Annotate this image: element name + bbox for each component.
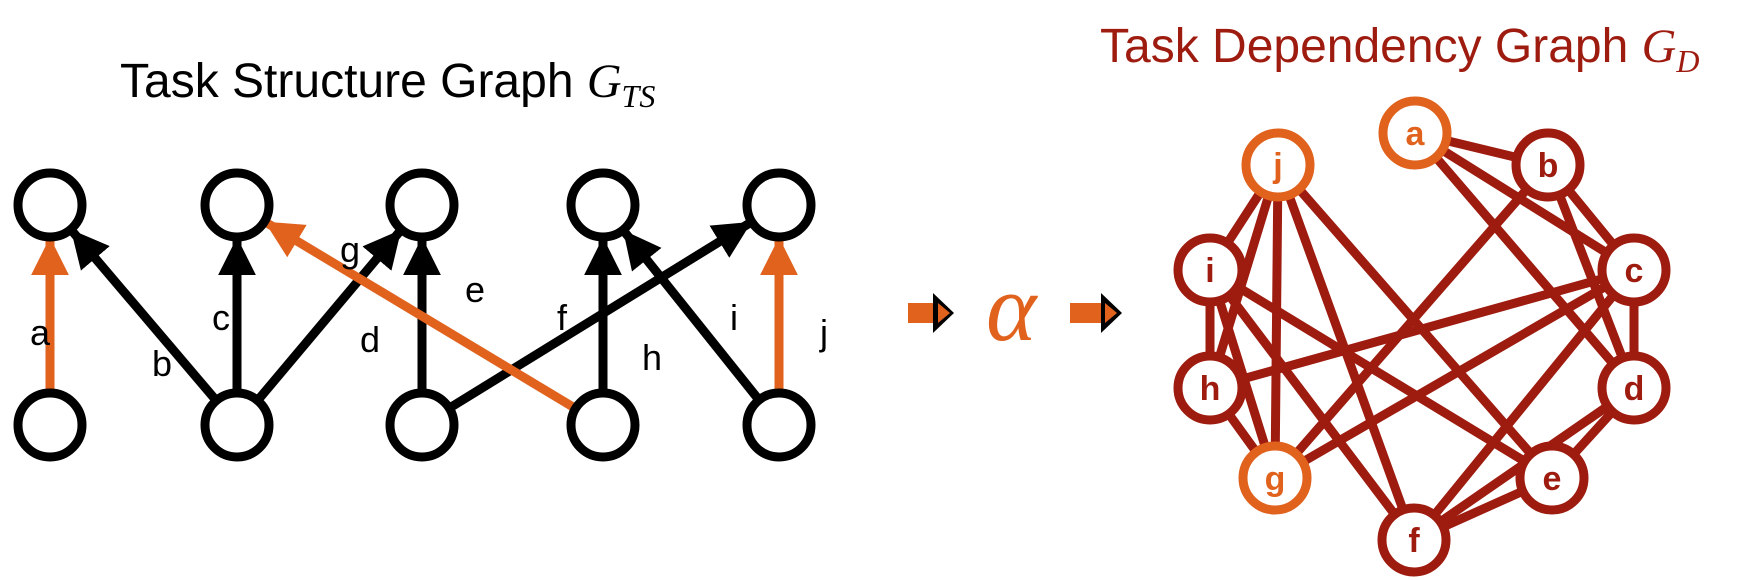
ts-edge-f — [422, 220, 752, 428]
dep-edge-e-i — [1205, 265, 1557, 483]
dependency-graph-title-text: Task Dependency Graph — [1100, 20, 1642, 73]
dep-node-h: h — [1173, 351, 1247, 425]
dep-node-label-i: i — [1205, 252, 1214, 290]
ts-edge-d — [235, 229, 403, 426]
ts-edge-label-f: f — [557, 297, 568, 338]
dep-node-c: c — [1597, 233, 1671, 307]
dep-node-circle-h — [1173, 351, 1247, 425]
ts-edge-g — [264, 219, 603, 428]
dep-node-circle-g — [1238, 441, 1312, 515]
dep-node-label-g: g — [1265, 460, 1286, 498]
ts-bottom-node-4 — [566, 388, 640, 462]
dependency-graph-subscript: D — [1675, 43, 1699, 79]
dependency-graph-title: Task Dependency Graph GD — [1100, 20, 1699, 79]
ts-top-node-2 — [200, 168, 274, 242]
dep-node-i: i — [1173, 233, 1247, 307]
dep-edge-b-d — [1543, 160, 1639, 393]
task-dependency-graph: a b c d e f g h i j — [1173, 96, 1671, 577]
ts-edge-label-j: j — [819, 312, 828, 353]
alpha-symbol: α — [986, 254, 1038, 361]
ts-edge-label-b: b — [152, 343, 172, 384]
left-arrow-icon — [908, 293, 954, 333]
ts-graph-title: Task Structure Graph GTS — [120, 55, 655, 114]
dep-node-circle-a — [1378, 96, 1452, 170]
dep-node-label-b: b — [1538, 147, 1559, 185]
dep-node-label-d: d — [1624, 370, 1645, 408]
dep-node-a: a — [1378, 96, 1452, 170]
ts-graph-symbol: G — [587, 55, 622, 108]
ts-edge-label-c: c — [212, 297, 230, 338]
ts-edge-label-a: a — [30, 312, 51, 353]
ts-edge-b — [69, 229, 239, 426]
dep-node-b: b — [1511, 128, 1585, 202]
ts-bottom-node-2 — [200, 388, 274, 462]
dep-edge-c-g — [1270, 265, 1639, 483]
task-structure-graph: a bc d e f g h i j — [13, 168, 828, 462]
ts-edge-label-i: i — [730, 297, 738, 338]
ts-bottom-node-5 — [742, 388, 816, 462]
ts-bottom-node-1 — [13, 388, 87, 462]
dep-node-circle-e — [1515, 441, 1589, 515]
dependency-graph-symbol: G — [1642, 20, 1677, 73]
dep-node-label-h: h — [1200, 370, 1221, 408]
mapping-indicator: α — [908, 254, 1122, 361]
ts-top-node-5 — [742, 168, 816, 242]
ts-edge-i — [621, 230, 781, 426]
dep-node-circle-c — [1597, 233, 1671, 307]
dep-node-label-e: e — [1543, 460, 1562, 498]
dep-node-label-c: c — [1625, 252, 1644, 290]
dep-node-label-j: j — [1272, 147, 1282, 185]
ts-edge-label-g: g — [340, 229, 360, 270]
dep-node-circle-j — [1241, 128, 1315, 202]
dep-edge-a-d — [1410, 128, 1639, 393]
ts-graph-title-text: Task Structure Graph — [120, 55, 587, 108]
ts-top-node-4 — [566, 168, 640, 242]
dep-edge-c-f — [1409, 265, 1639, 545]
dep-node-circle-i — [1173, 233, 1247, 307]
dep-node-circle-b — [1511, 128, 1585, 202]
dep-node-circle-d — [1597, 351, 1671, 425]
dep-node-d: d — [1597, 351, 1671, 425]
ts-graph-subscript: TS — [622, 78, 656, 114]
dep-edge-a-c — [1410, 128, 1639, 275]
dep-node-e: e — [1515, 441, 1589, 515]
dep-node-j: j — [1241, 128, 1315, 202]
dep-node-g: g — [1238, 441, 1312, 515]
dep-edge-g-j — [1270, 160, 1283, 483]
dep-node-label-f: f — [1408, 522, 1420, 560]
dep-edge-f-i — [1205, 265, 1419, 545]
dep-edge-j-e — [1273, 160, 1557, 483]
dep-node-f: f — [1377, 503, 1451, 577]
dep-edge-f-j — [1273, 160, 1419, 545]
ts-top-node-3 — [385, 168, 459, 242]
ts-edge-label-e: e — [465, 269, 485, 310]
ts-top-node-1 — [13, 168, 87, 242]
right-arrow-icon — [1070, 293, 1122, 333]
dep-node-circle-f — [1377, 503, 1451, 577]
ts-edge-label-d: d — [360, 319, 380, 360]
ts-edge-label-h: h — [642, 337, 662, 378]
dep-node-label-a: a — [1406, 115, 1426, 153]
ts-bottom-node-3 — [385, 388, 459, 462]
